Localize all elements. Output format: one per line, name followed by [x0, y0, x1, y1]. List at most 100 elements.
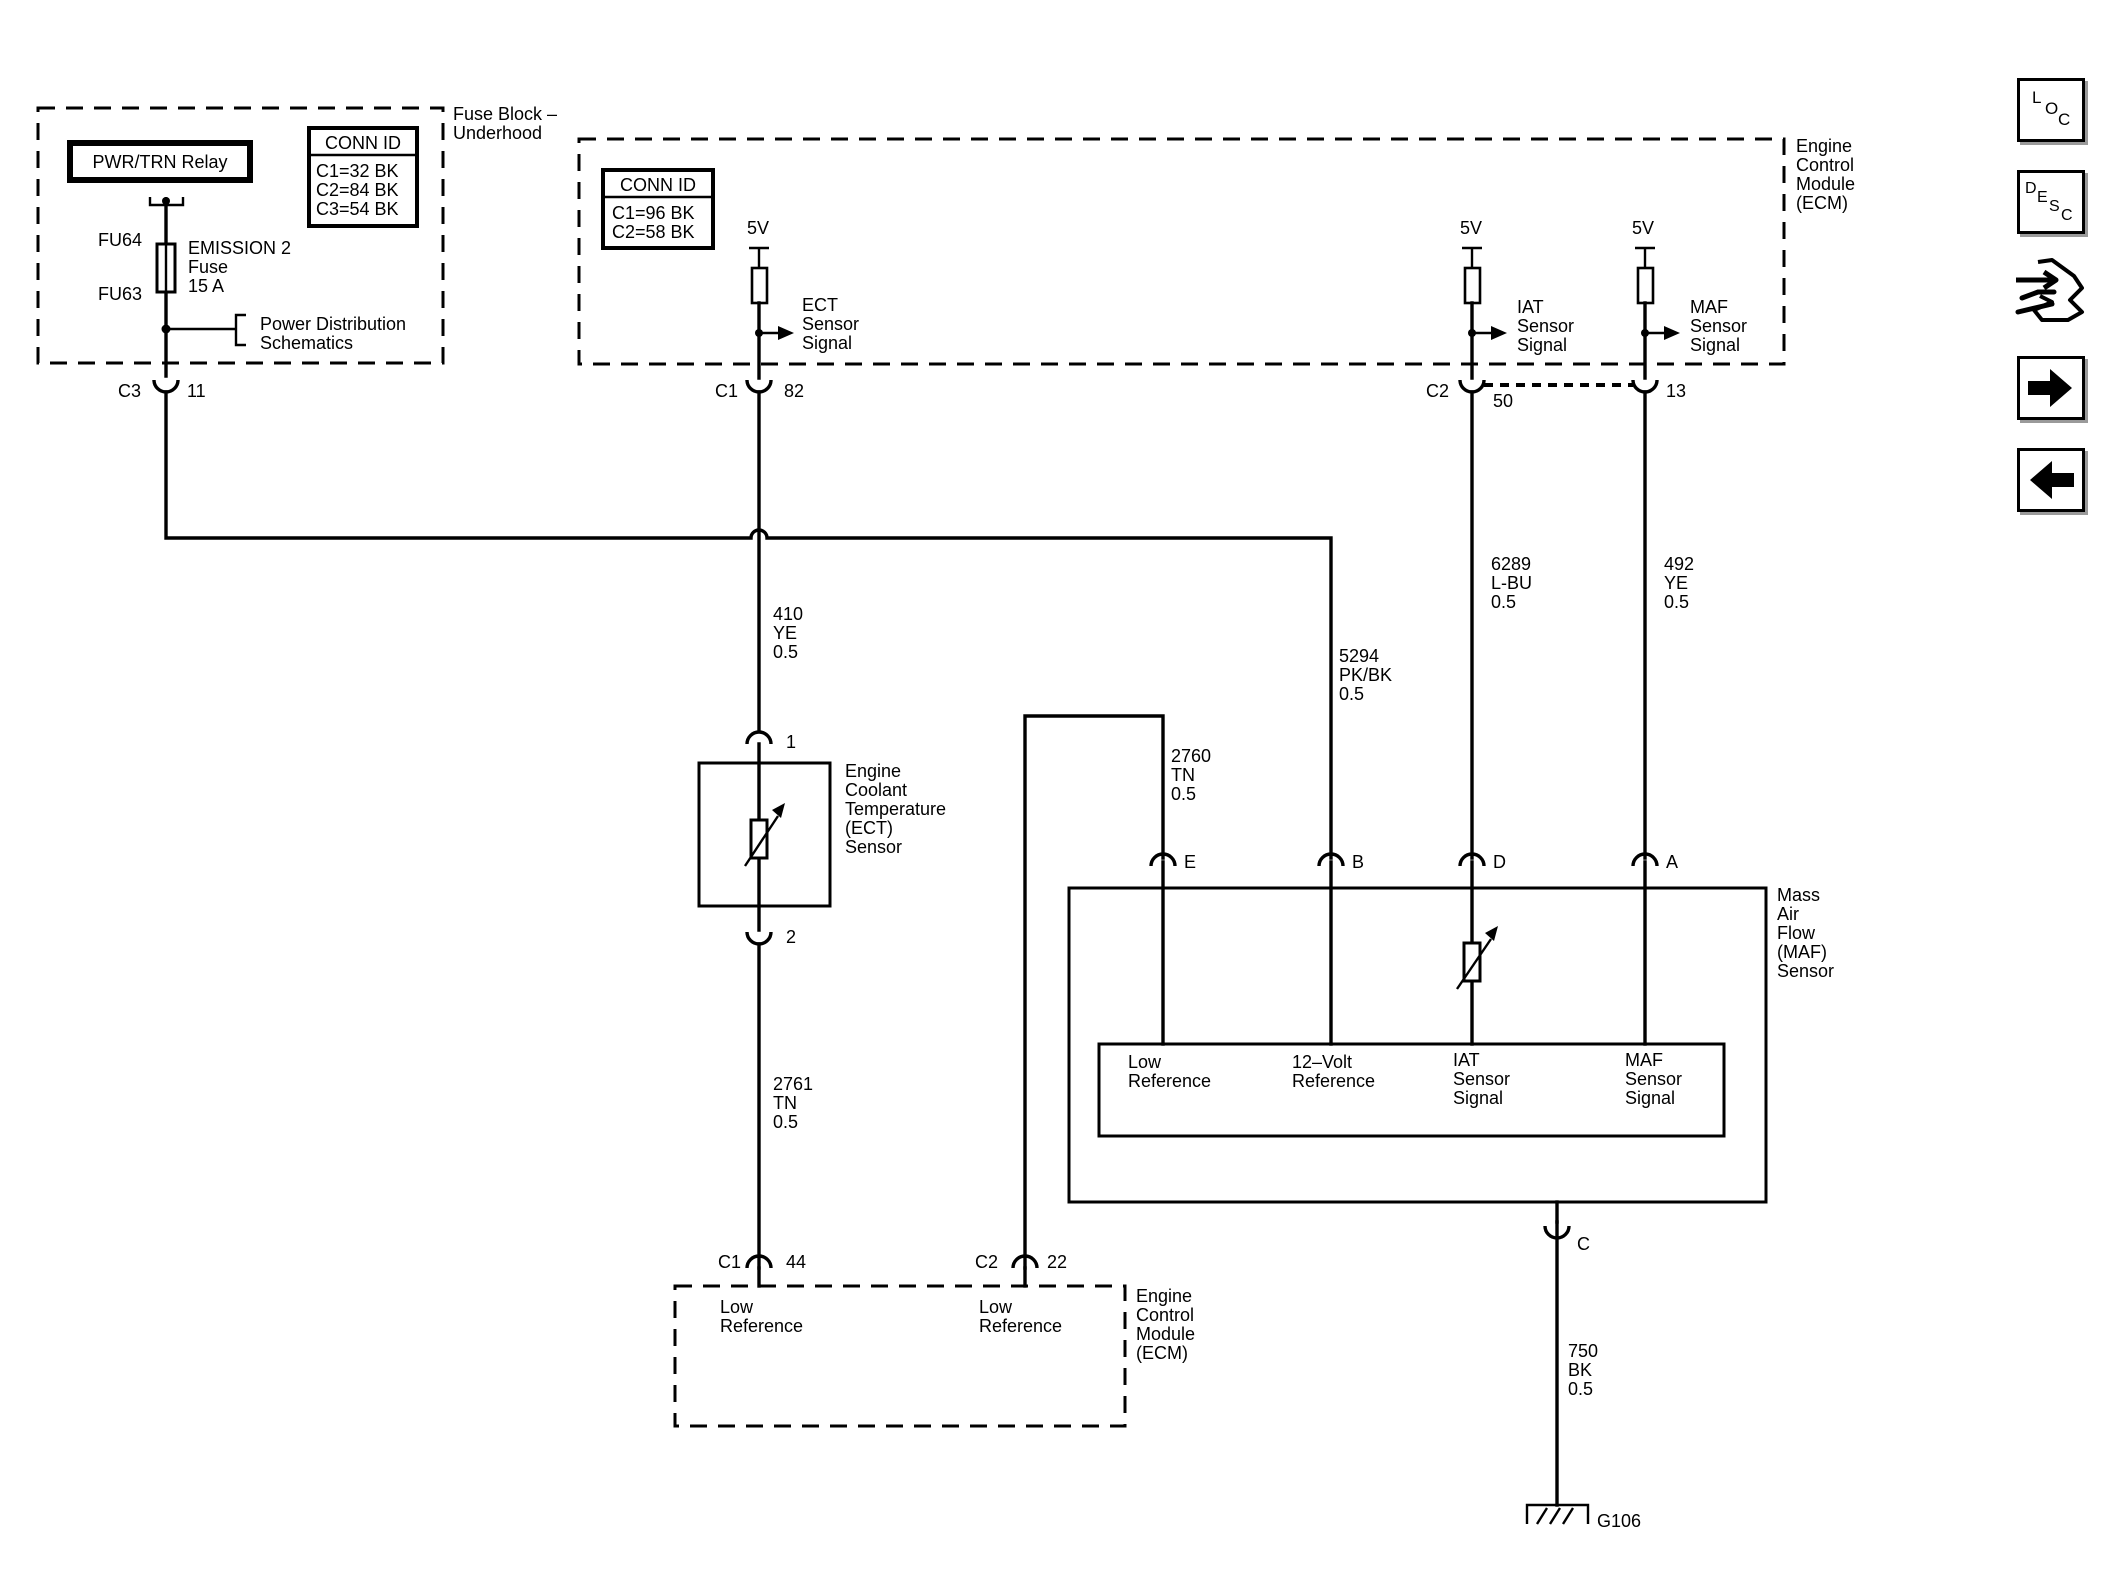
- loc-icon: L O C: [2032, 88, 2070, 129]
- connector-view-button[interactable]: [2012, 254, 2090, 326]
- iat-signal-2: Sensor: [1517, 316, 1574, 336]
- maf-12v-ref-1: 12–Volt: [1292, 1052, 1352, 1072]
- pwr-trn-relay-label: PWR/TRN Relay: [92, 152, 227, 172]
- wire-492-num: 492: [1664, 554, 1694, 574]
- maf-iat-sig-1: IAT: [1453, 1050, 1480, 1070]
- ecm-top-boundary: [577, 137, 1786, 366]
- fuse-block-boundary: [36, 106, 445, 365]
- maf-12v-ref-2: Reference: [1292, 1071, 1375, 1091]
- maf-pin-e-terminal: [1149, 852, 1177, 867]
- svg-text:O: O: [2045, 99, 2058, 118]
- ecm-c2-pin-22: 22: [1047, 1252, 1067, 1272]
- wire-410-color: YE: [773, 623, 797, 643]
- ecm-c1-pin-44: 44: [786, 1252, 806, 1272]
- fuse-conn-id-2: C2=84 BK: [316, 180, 399, 200]
- ground-g106: G106: [1525, 1503, 1641, 1531]
- next-button[interactable]: [2017, 356, 2085, 420]
- wire-750-num: 750: [1568, 1341, 1598, 1361]
- ect-signal-arrow-icon: [778, 326, 794, 340]
- fuse-conn-id-header: CONN ID: [325, 133, 401, 153]
- maf-sensor-name-1: Mass: [1777, 885, 1820, 905]
- wire-5294-num: 5294: [1339, 646, 1379, 666]
- ecm-low-ref-right-1: Low: [979, 1297, 1013, 1317]
- ecm-conn-id-header: CONN ID: [620, 175, 696, 195]
- wire-492-color: YE: [1664, 573, 1688, 593]
- wire-2760-color: TN: [1171, 765, 1195, 785]
- maf-signal-1: MAF: [1690, 297, 1728, 317]
- ecm-bottom-title-2: Control: [1136, 1305, 1194, 1325]
- ect-thermistor-icon: [749, 818, 769, 860]
- loc-button[interactable]: L O C: [2017, 78, 2085, 142]
- wire-492-size: 0.5: [1664, 592, 1689, 612]
- previous-button[interactable]: [2017, 448, 2085, 512]
- maf-5v-label: 5V: [1632, 218, 1654, 238]
- ecm-bottom-title-1: Engine: [1136, 1286, 1192, 1306]
- desc-button[interactable]: D E S C: [2017, 170, 2085, 234]
- maf-signal-arrow-icon: [1664, 326, 1680, 340]
- maf-maf-sig-1: MAF: [1625, 1050, 1663, 1070]
- iat-signal-3: Signal: [1517, 335, 1567, 355]
- ect-signal-2: Sensor: [802, 314, 859, 334]
- maf-pin-b: B: [1352, 852, 1364, 872]
- ecm-bottom-boundary: [673, 1284, 1127, 1428]
- wire-2760-num: 2760: [1171, 746, 1211, 766]
- iat-5v-label: 5V: [1460, 218, 1482, 238]
- connector-c2-13: [1631, 379, 1659, 394]
- ecm-bottom-title-4: (ECM): [1136, 1343, 1188, 1363]
- ect-sensor-name-5: Sensor: [845, 837, 902, 857]
- ecm-conn-id-2: C2=58 BK: [612, 222, 695, 242]
- maf-pin-c: C: [1577, 1234, 1590, 1254]
- maf-maf-sig-3: Signal: [1625, 1088, 1675, 1108]
- maf-pin-a: A: [1666, 852, 1678, 872]
- maf-sensor-name-3: Flow: [1777, 923, 1816, 943]
- c2-pin-13: 13: [1666, 381, 1686, 401]
- wire-750-size: 0.5: [1568, 1379, 1593, 1399]
- ecm-top: Engine Control Module (ECM) CONN ID C1=9…: [577, 136, 1855, 411]
- power-distribution-2: Schematics: [260, 333, 353, 353]
- maf-pin-c-terminal: [1543, 1225, 1571, 1240]
- ect-signal-1: ECT: [802, 295, 838, 315]
- maf-signal-3: Signal: [1690, 335, 1740, 355]
- wire-750-color: BK: [1568, 1360, 1592, 1380]
- maf-low-ref-1: Low: [1128, 1052, 1162, 1072]
- fuse-conn-id-3: C3=54 BK: [316, 199, 399, 219]
- ecm-top-title-2: Control: [1796, 155, 1854, 175]
- wire-6289-num: 6289: [1491, 554, 1531, 574]
- wire-5294: [164, 390, 1333, 860]
- ect-pullup-resistor-icon: [750, 266, 769, 305]
- maf-sensor-name-5: Sensor: [1777, 961, 1834, 981]
- wire-2761-color: TN: [773, 1093, 797, 1113]
- svg-text:C: C: [2058, 110, 2070, 129]
- fuse-rating: 15 A: [188, 276, 224, 296]
- connector-c2-22: [1011, 1254, 1039, 1269]
- ecm-low-ref-left-1: Low: [720, 1297, 754, 1317]
- fuse-ref-fu63: FU63: [98, 284, 142, 304]
- next-arrow-icon: [2028, 369, 2072, 407]
- ect-5v-label: 5V: [747, 218, 769, 238]
- ect-sensor-name-2: Coolant: [845, 780, 907, 800]
- connector-c1-82: [745, 379, 773, 394]
- c3-pin-11: 11: [187, 381, 206, 401]
- pwr-trn-relay-box: [67, 140, 253, 183]
- c1-pin-82: 82: [784, 381, 804, 401]
- c2-pin-50: 50: [1493, 391, 1513, 411]
- ect-sensor: 1 2 Engine Coolant Temperature (ECT) Sen…: [697, 730, 946, 947]
- fuse-name-2: Fuse: [188, 257, 228, 277]
- wire-2760: [1023, 714, 1165, 1270]
- ecm-low-ref-right-2: Reference: [979, 1316, 1062, 1336]
- power-distribution-1: Power Distribution: [260, 314, 406, 334]
- c1-label: C1: [715, 381, 738, 401]
- ect-sensor-name-1: Engine: [845, 761, 901, 781]
- c2-label: C2: [1426, 381, 1449, 401]
- iat-signal-arrow-icon: [1491, 326, 1507, 340]
- wire-2760-size: 0.5: [1171, 784, 1196, 804]
- previous-arrow-icon: [2030, 461, 2074, 499]
- fuse-ref-fu64: FU64: [98, 230, 142, 250]
- ect-pin-1-terminal: [745, 730, 773, 745]
- ect-pin-1: 1: [786, 732, 796, 752]
- maf-pin-e: E: [1184, 852, 1196, 872]
- maf-sensor: E B D A Low Reference 12–Volt Reference …: [1067, 852, 1834, 1254]
- wires: 410 YE 0.5 5294 PK/BK 0.5 6289 L-BU 0.5 …: [164, 390, 1694, 1507]
- fuse-name-1: EMISSION 2: [188, 238, 291, 258]
